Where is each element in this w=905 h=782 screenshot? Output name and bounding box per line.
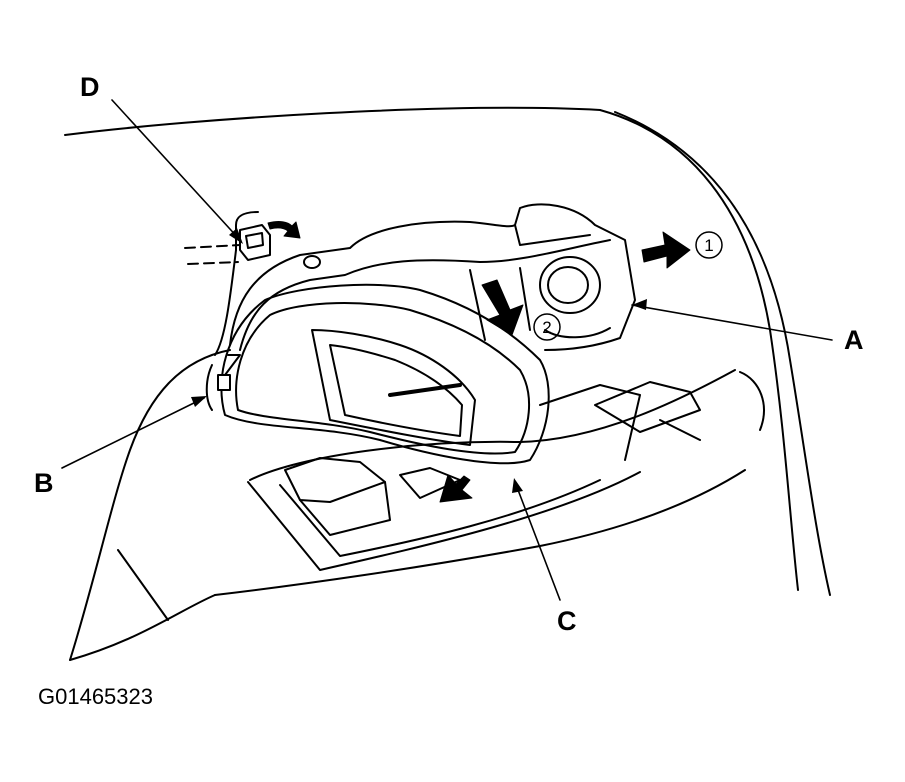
leader-line-a (631, 304, 833, 341)
leader-lines (61, 99, 833, 601)
arrowhead-c (512, 478, 523, 493)
direction-arrow-3 (439, 474, 473, 503)
removal-arrows (267, 221, 691, 503)
arrowhead-d (229, 228, 243, 244)
arrowhead-a (632, 299, 647, 310)
callout-label-a: A (844, 325, 864, 355)
leader-line-b (61, 397, 205, 469)
door-panel-outline (64, 106, 831, 661)
step-marker-2 (533, 313, 561, 341)
step-markers: 1 2 (533, 231, 723, 341)
direction-arrow-4 (267, 221, 301, 239)
step-1-label: 1 (704, 236, 713, 255)
step-marker-1 (695, 231, 723, 259)
leader-line-c (514, 481, 561, 601)
direction-arrow-2 (481, 279, 524, 336)
direction-arrow-1 (641, 231, 691, 269)
callout-label-b: B (34, 468, 54, 498)
armrest-switch-panel (247, 369, 736, 571)
clip-d (184, 211, 271, 265)
figure-id: G01465323 (38, 684, 153, 709)
step-2-label: 2 (542, 318, 551, 337)
callout-label-c: C (557, 606, 577, 636)
callout-label-d: D (80, 72, 100, 102)
leader-line-d (111, 99, 241, 241)
leader-arrowheads (191, 228, 647, 493)
arrowhead-b (191, 396, 207, 407)
inner-handle-assembly (205, 203, 636, 465)
